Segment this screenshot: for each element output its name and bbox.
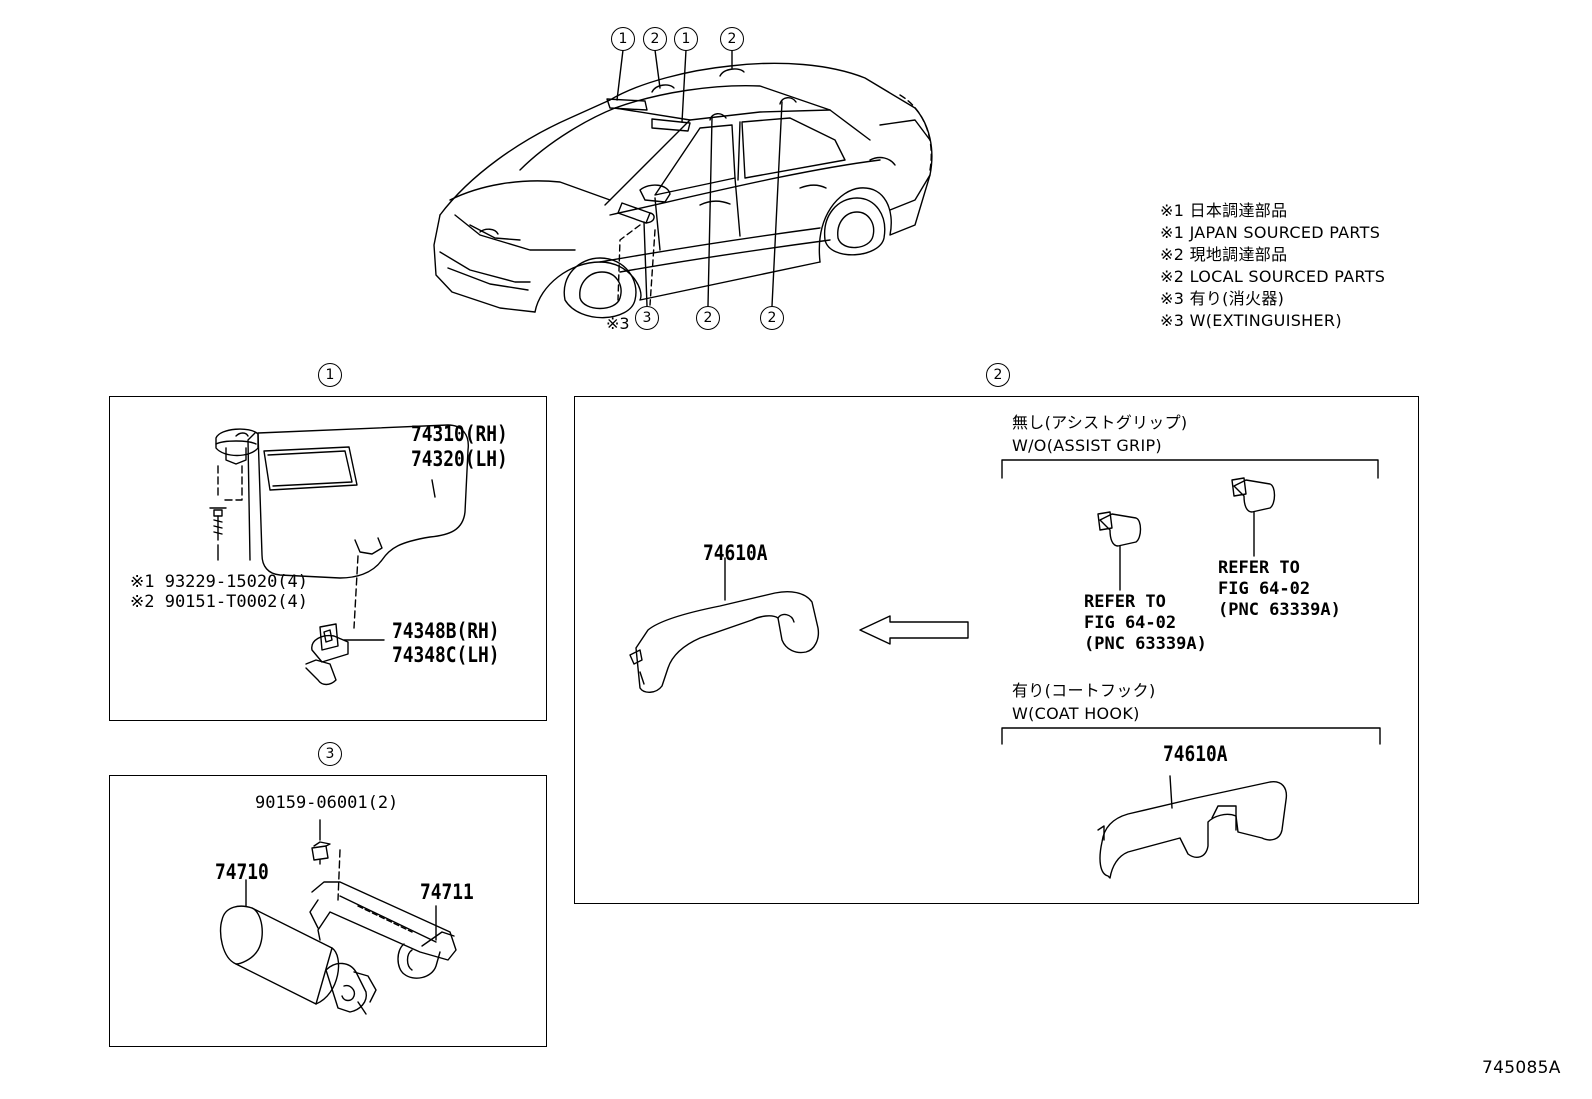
extinguisher-drawing: [219, 819, 457, 1015]
car-leaders: [616, 49, 783, 307]
part-grip: 74610A: [703, 541, 768, 565]
part-coat-hook-grip: 74610A: [1163, 742, 1228, 766]
refer-a-line-1: REFER TO: [1084, 592, 1166, 612]
legend-line-2: ※1 JAPAN SOURCED PARTS: [1160, 223, 1381, 242]
panel2-callout: 2: [986, 363, 1010, 387]
panel1-callout: 1: [318, 363, 342, 387]
part-visor-rh: 74310(RH): [411, 422, 508, 446]
refer-a-line-2: FIG 64-02: [1084, 613, 1177, 633]
wo-assist-grip-jp: 無し(アシストグリップ): [1012, 413, 1188, 432]
legend-line-3: ※2 現地調達部品: [1160, 245, 1288, 264]
callout-1-visor-a: 1: [611, 27, 635, 51]
refer-b-line-3: (PNC 63339A): [1218, 600, 1341, 620]
legend-line-1: ※1 日本調達部品: [1160, 201, 1288, 220]
panel-assist-grip: [574, 396, 1419, 904]
part-holder-rh: 74348B(RH): [392, 619, 500, 643]
car-illustration: [433, 62, 933, 319]
part-holder-lh: 74348C(LH): [392, 643, 500, 667]
refer-a-line-3: (PNC 63339A): [1084, 634, 1207, 654]
w-coat-hook-jp: 有り(コートフック): [1012, 681, 1156, 700]
part-extinguisher: 74710: [215, 860, 269, 884]
part-bracket: 74711: [420, 880, 474, 904]
panel-extinguisher: [109, 775, 547, 1047]
part-screw-2: ※2 90151-T0002(4): [130, 592, 309, 612]
car-note-marker: ※3: [606, 314, 630, 333]
legend-line-5: ※3 有り(消火器): [1160, 289, 1285, 308]
wo-assist-grip-en: W/O(ASSIST GRIP): [1012, 436, 1162, 455]
callout-2-grip-d: 2: [760, 306, 784, 330]
panel-sun-visor: [109, 396, 547, 721]
callout-3-extinguisher: 3: [635, 306, 659, 330]
figure-id: 745085A: [1482, 1058, 1561, 1078]
refer-b-line-1: REFER TO: [1218, 558, 1300, 578]
part-bolt: 90159-06001(2): [255, 793, 399, 813]
sun-visor-drawing: [209, 424, 469, 686]
callout-2-grip-c: 2: [696, 306, 720, 330]
legend-line-4: ※2 LOCAL SOURCED PARTS: [1160, 267, 1386, 286]
w-coat-hook-en: W(COAT HOOK): [1012, 704, 1140, 723]
part-screw-1: ※1 93229-15020(4): [130, 572, 309, 592]
panel3-callout: 3: [318, 742, 342, 766]
callout-1-visor-b: 1: [674, 27, 698, 51]
callout-2-grip-b: 2: [720, 27, 744, 51]
callout-2-grip-a: 2: [643, 27, 667, 51]
legend-line-6: ※3 W(EXTINGUISHER): [1160, 311, 1342, 330]
part-visor-lh: 74320(LH): [411, 447, 508, 471]
refer-b-line-2: FIG 64-02: [1218, 579, 1311, 599]
assist-grip-drawing: [629, 459, 1381, 879]
